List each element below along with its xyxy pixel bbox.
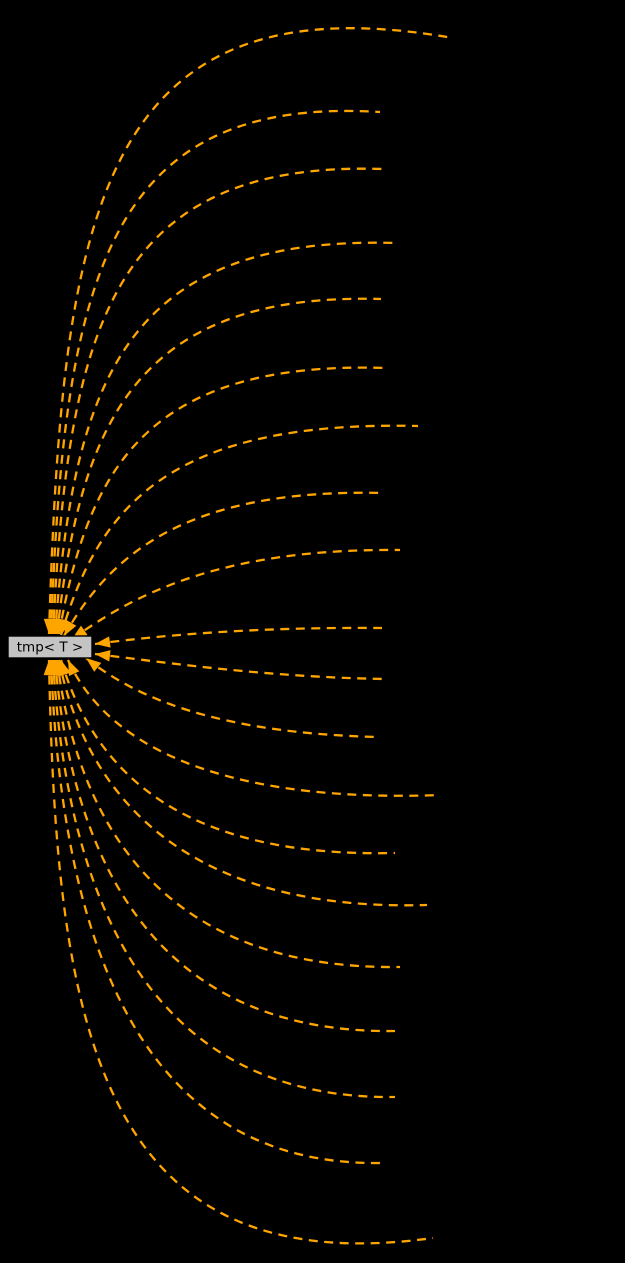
arrowhead-edge-11 <box>95 650 111 662</box>
node-label: tmp< T > <box>17 640 83 656</box>
instantiation-edge-15 <box>57 659 428 907</box>
instantiation-edge-10 <box>94 626 383 646</box>
arrowhead-edge-20 <box>43 660 55 676</box>
instantiation-edges <box>43 27 454 1245</box>
arrowhead-edge-8 <box>64 620 77 636</box>
instantiation-edge-9 <box>71 548 401 640</box>
instantiation-edge-12 <box>85 657 379 739</box>
arrowhead-edge-13 <box>68 660 80 677</box>
instantiation-edge-14 <box>59 659 396 855</box>
instantiation-edge-17 <box>53 659 396 1033</box>
instantiation-edge-20 <box>47 659 434 1245</box>
instantiation-edge-5 <box>55 297 382 635</box>
node-box[interactable] <box>7 635 93 659</box>
arrowhead-edge-12 <box>86 658 102 672</box>
instantiation-edge-1 <box>47 27 454 635</box>
instantiation-edge-2 <box>49 109 381 635</box>
instantiation-edge-4 <box>53 241 397 635</box>
instantiation-edge-13 <box>66 659 441 797</box>
instantiation-edge-11 <box>94 652 386 681</box>
instantiation-edge-8 <box>63 491 385 637</box>
instantiation-edge-19 <box>49 659 383 1165</box>
instantiation-edge-18 <box>51 659 396 1099</box>
arrowhead-edge-10 <box>95 636 111 648</box>
instantiation-edge-3 <box>51 167 384 635</box>
node-tmp-template[interactable]: tmp< T > <box>7 635 93 659</box>
instantiation-edge-6 <box>57 366 388 635</box>
instantiation-edge-7 <box>59 424 419 636</box>
instantiation-edge-16 <box>55 659 401 969</box>
